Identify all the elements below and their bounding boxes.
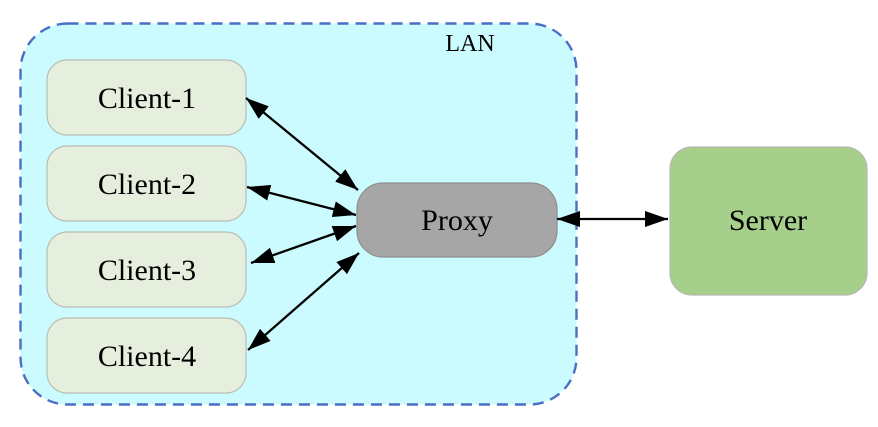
- node-client-4-box: [46, 317, 247, 394]
- edge-client4-proxy: [247, 252, 360, 351]
- node-client-1: Client-1: [46, 59, 247, 136]
- node-proxy: Proxy: [356, 182, 558, 258]
- edge-group: [245, 97, 668, 351]
- node-client-2: Client-2: [46, 145, 247, 222]
- node-client-1-box: [46, 59, 247, 136]
- node-client-2-label: Client-2: [98, 168, 196, 201]
- node-server: Server: [669, 146, 868, 296]
- lan-label: LAN: [445, 31, 494, 57]
- node-client-1-label: Client-1: [98, 82, 196, 115]
- edge-client2-proxy: [246, 184, 357, 218]
- node-client-4: Client-4: [46, 317, 247, 394]
- node-client-3: Client-3: [46, 231, 247, 308]
- node-client-4-label: Client-4: [98, 340, 196, 373]
- node-client-3-label: Client-3: [98, 254, 196, 287]
- node-server-label: Server: [729, 204, 807, 237]
- node-proxy-label: Proxy: [421, 204, 493, 237]
- edge-client1-proxy: [245, 97, 359, 191]
- node-server-box: [669, 146, 868, 296]
- node-client-3-box: [46, 231, 247, 308]
